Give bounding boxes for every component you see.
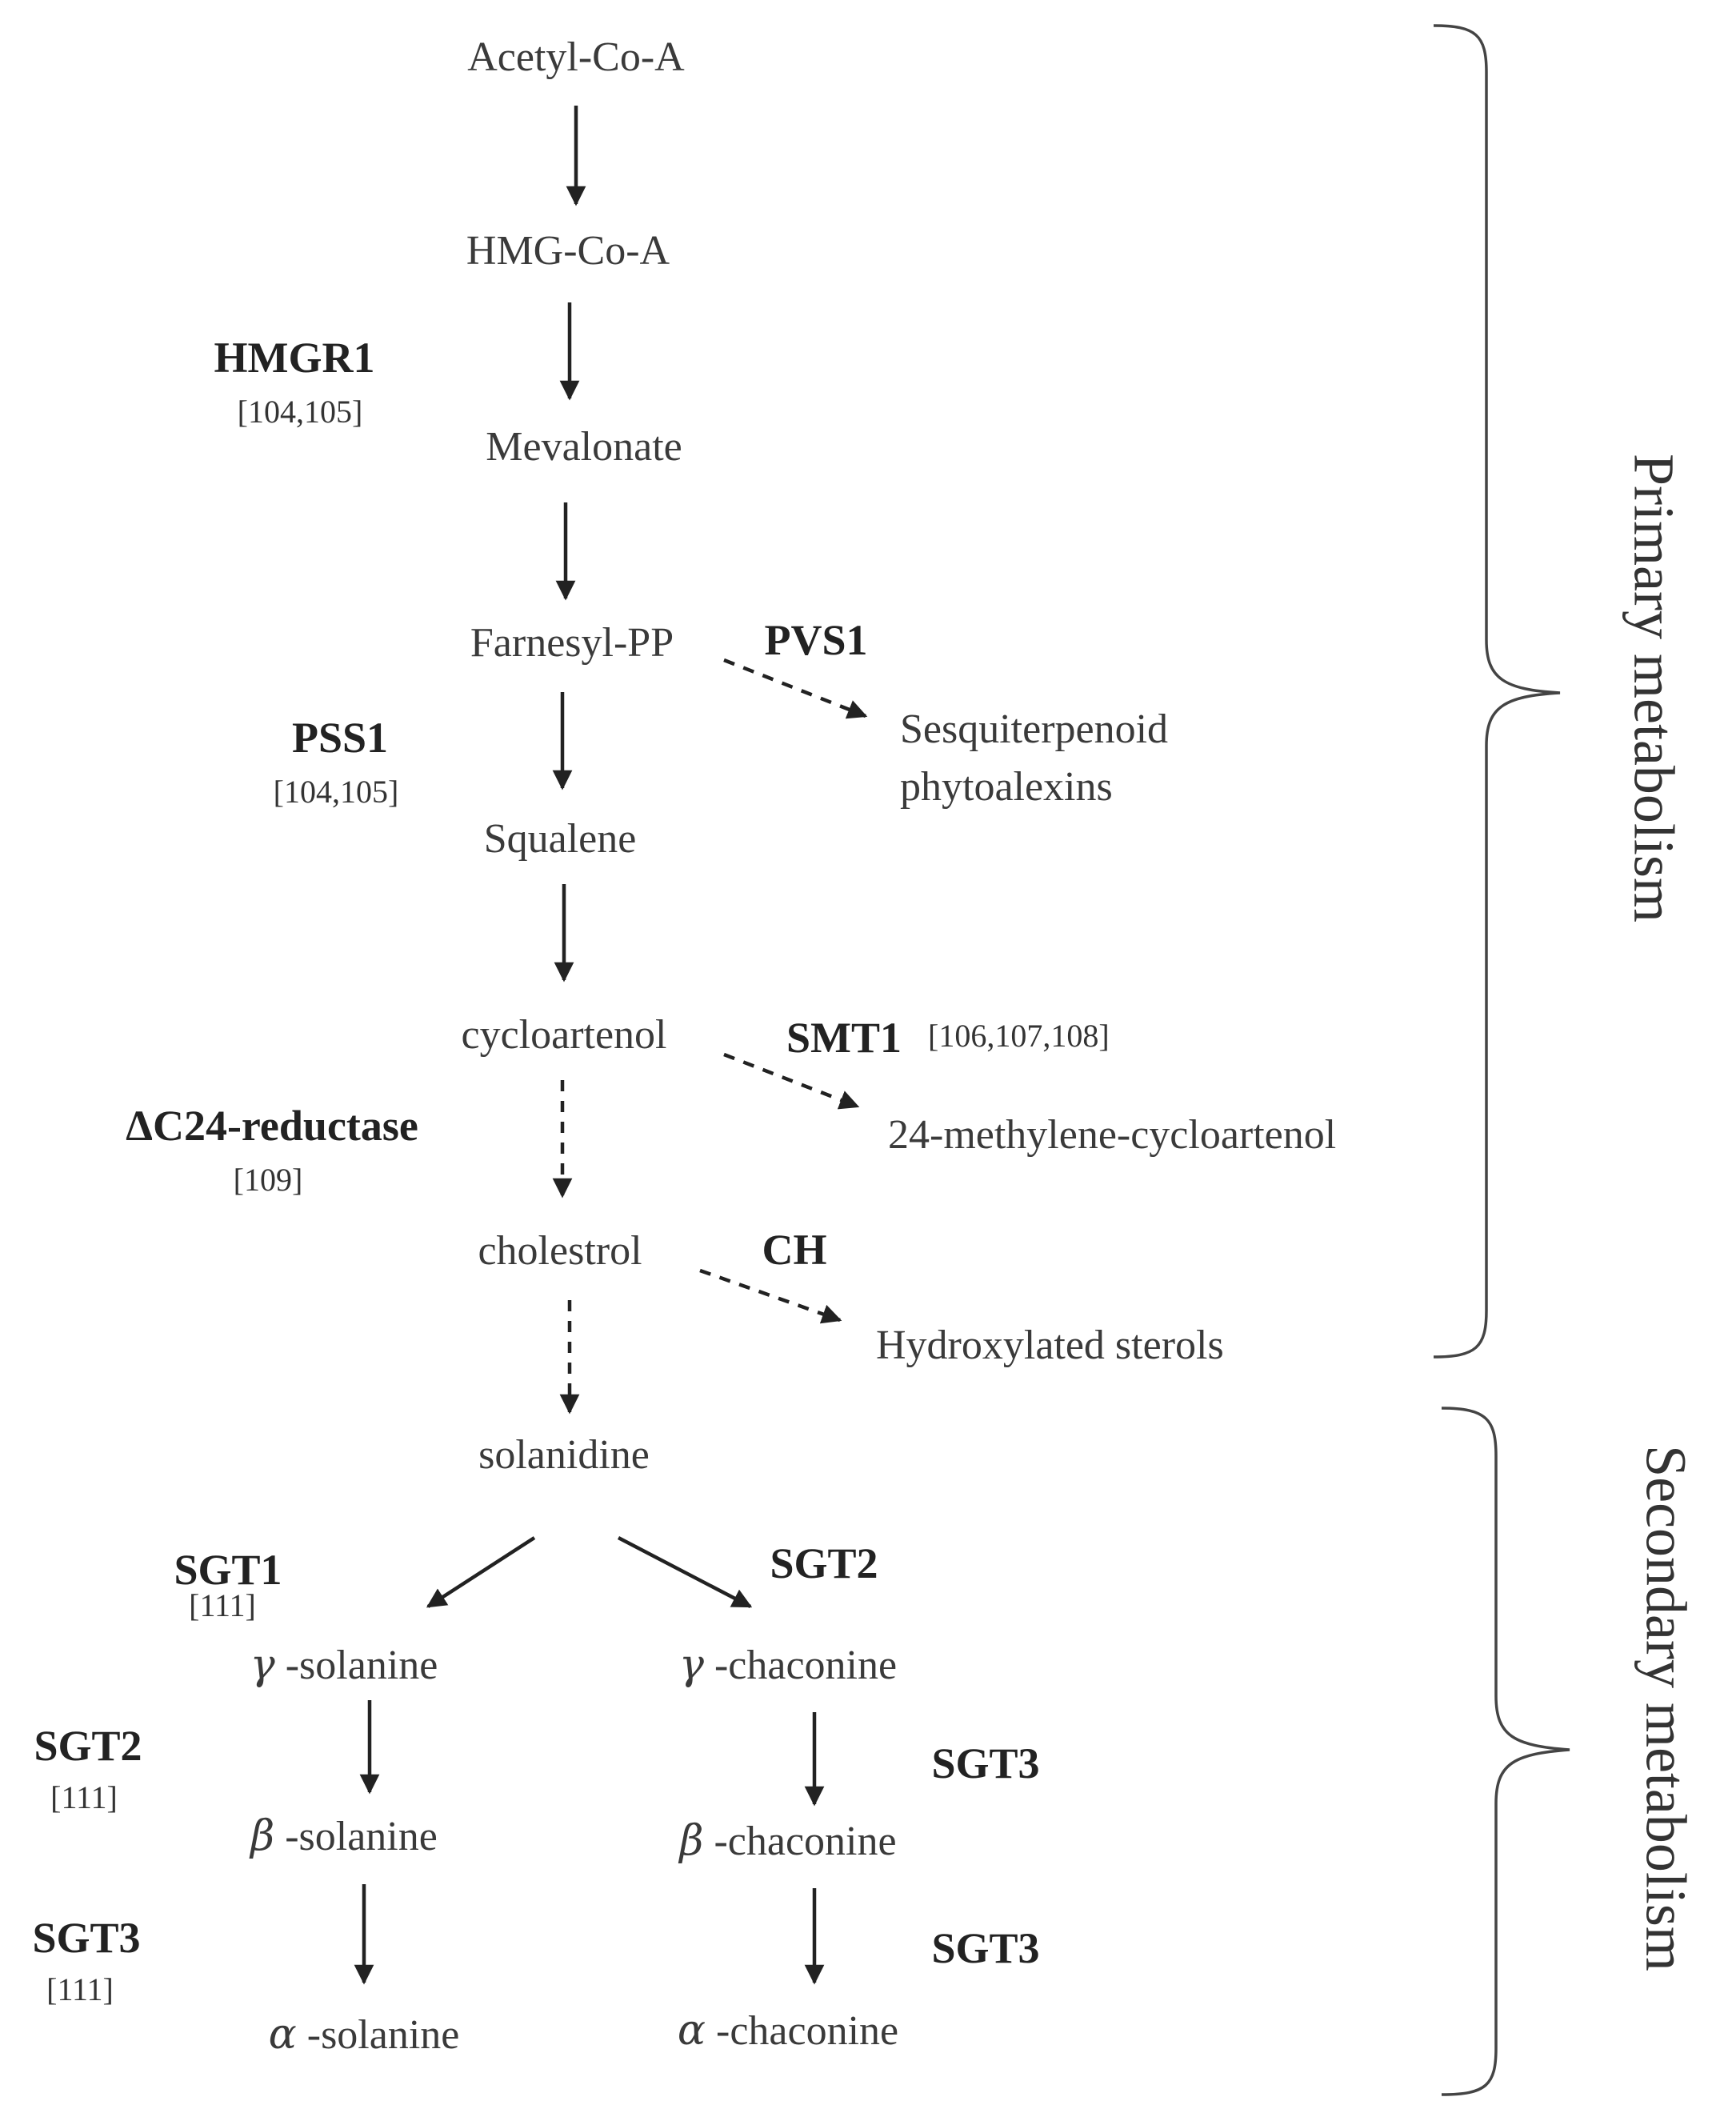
section-primary-label: Primary metabolism <box>1622 454 1686 922</box>
node-acetyl-coa: Acetyl-Co-A <box>467 34 685 80</box>
ref-sgt2-left: [111] <box>50 1779 118 1815</box>
node-gamma-solanine: γ -solanine <box>250 1641 438 1689</box>
enzyme-sgt2-left: SGT2 <box>34 1722 142 1770</box>
node-farnesyl-pp: Farnesyl-PP <box>470 620 674 666</box>
enzyme-pvs1: PVS1 <box>764 616 867 664</box>
brace-secondary <box>1441 1407 1570 2096</box>
node-alpha-chaconine: α -chaconine <box>678 2007 898 2055</box>
arrow-solanidine-to-gamma-solanine <box>426 1536 536 1608</box>
node-sesquiterpenoid: Sesquiterpenoid <box>900 706 1168 752</box>
node-solanidine: solanidine <box>478 1432 650 1478</box>
node-hydroxylated-sterols: Hydroxylated sterols <box>876 1323 1224 1368</box>
node-24-methylene-cycloartenol: 24-methylene-cycloartenol <box>888 1112 1336 1158</box>
arrow-farnesyl-to-sesquiterpenoid <box>723 658 868 719</box>
ref-sgt1: [111] <box>189 1587 256 1623</box>
node-hmg-coa: HMG-Co-A <box>466 228 670 274</box>
ref-c24-reductase: [109] <box>234 1162 303 1198</box>
enzyme-ch: CH <box>762 1226 827 1274</box>
ref-sgt3-left: [111] <box>46 1971 114 2007</box>
enzyme-smt1: SMT1 <box>786 1014 902 1062</box>
node-mevalonate: Mevalonate <box>486 424 682 470</box>
node-cholestrol: cholestrol <box>478 1228 642 1274</box>
arrow-cholestrol-to-hydroxylated <box>699 1268 842 1324</box>
brace-primary <box>1433 24 1561 1359</box>
node-cycloartenol: cycloartenol <box>462 1012 667 1058</box>
enzyme-sgt3-right-lower: SGT3 <box>931 1924 1039 1972</box>
arrow-cycloartenol-to-methylene <box>723 1052 860 1110</box>
node-squalene: Squalene <box>484 816 637 862</box>
ref-smt1: [106,107,108] <box>928 1018 1110 1054</box>
node-alpha-solanine: α -solanine <box>269 2011 460 2059</box>
arrow-solanidine-to-gamma-chaconine <box>617 1536 753 1608</box>
node-gamma-chaconine: γ -chaconine <box>679 1641 897 1689</box>
enzyme-c24-reductase: ΔC24-reductase <box>126 1102 418 1150</box>
enzyme-pss1: PSS1 <box>292 714 388 762</box>
enzyme-sgt2-right: SGT2 <box>770 1539 878 1587</box>
ref-hmgr1: [104,105] <box>238 394 363 430</box>
enzyme-sgt1: SGT1 <box>174 1546 282 1594</box>
section-secondary-label: Secondary metabolism <box>1634 1445 1698 1971</box>
ref-pss1: [104,105] <box>274 774 399 810</box>
enzyme-hmgr1: HMGR1 <box>214 334 375 382</box>
node-beta-chaconine: β -chaconine <box>678 1817 896 1865</box>
enzyme-sgt3-right-upper: SGT3 <box>931 1739 1039 1787</box>
node-beta-solanine: β -solanine <box>249 1812 438 1860</box>
node-phytoalexins: phytoalexins <box>900 764 1113 810</box>
enzyme-sgt3-left: SGT3 <box>32 1914 140 1962</box>
